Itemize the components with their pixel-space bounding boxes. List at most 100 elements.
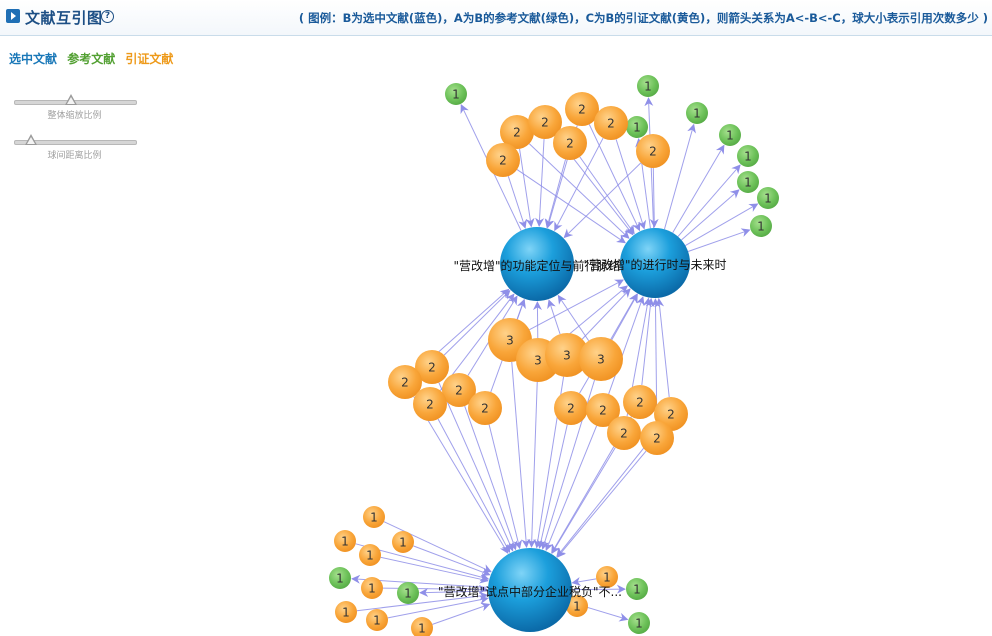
citing-node[interactable]: 2	[607, 416, 641, 450]
citing-node[interactable]: 2	[500, 115, 534, 149]
reference-node[interactable]: 1	[686, 102, 708, 124]
citing-node[interactable]: 1	[392, 531, 414, 553]
reference-node[interactable]: 1	[329, 567, 351, 589]
reference-node-circle[interactable]	[637, 75, 659, 97]
citing-node[interactable]: 2	[486, 143, 520, 177]
citing-node-circle[interactable]	[366, 609, 388, 631]
citing-node-circle[interactable]	[334, 530, 356, 552]
spacing-slider-thumb[interactable]	[24, 134, 37, 145]
tab-citing-docs[interactable]: 引证文献	[125, 52, 174, 66]
citing-node-circle[interactable]	[468, 391, 502, 425]
reference-node-circle[interactable]	[737, 145, 759, 167]
reference-node[interactable]: 1	[757, 187, 779, 209]
reference-node[interactable]: 1	[628, 612, 650, 634]
selected-node-b3[interactable]	[488, 548, 572, 632]
citing-node-circle[interactable]	[553, 126, 587, 160]
citing-node[interactable]: 1	[335, 601, 357, 623]
citing-node-count: 2	[499, 154, 507, 168]
reference-node[interactable]: 1	[626, 116, 648, 138]
citing-node[interactable]: 1	[334, 530, 356, 552]
citing-node[interactable]: 1	[596, 566, 618, 588]
reference-node-circle[interactable]	[686, 102, 708, 124]
reference-node-circle[interactable]	[628, 612, 650, 634]
reference-node[interactable]: 1	[445, 83, 467, 105]
citing-node[interactable]: 3	[545, 333, 589, 377]
citing-node-circle[interactable]	[363, 506, 385, 528]
citing-node-circle[interactable]	[636, 134, 670, 168]
help-icon[interactable]: ?	[101, 10, 114, 23]
citing-node-circle[interactable]	[586, 393, 620, 427]
citing-node[interactable]: 1	[366, 609, 388, 631]
edge-b9-to-B3	[571, 577, 597, 586]
reference-node[interactable]: 1	[397, 582, 419, 604]
citing-node-circle[interactable]	[388, 365, 422, 399]
citing-node[interactable]: 2	[586, 393, 620, 427]
citing-node[interactable]: 2	[636, 134, 670, 168]
tab-selected-docs[interactable]: 选中文献	[9, 52, 58, 66]
reference-node[interactable]: 1	[637, 75, 659, 97]
reference-node-circle[interactable]	[445, 83, 467, 105]
reference-node-circle[interactable]	[737, 171, 759, 193]
citing-node[interactable]: 2	[442, 373, 476, 407]
citing-node[interactable]: 1	[359, 544, 381, 566]
citing-node[interactable]: 2	[388, 365, 422, 399]
reference-node-circle[interactable]	[719, 124, 741, 146]
reference-node-circle[interactable]	[750, 215, 772, 237]
reference-node-circle[interactable]	[757, 187, 779, 209]
citing-node[interactable]: 2	[528, 105, 562, 139]
citing-node-circle[interactable]	[528, 105, 562, 139]
citing-node-circle[interactable]	[335, 601, 357, 623]
tab-reference-docs[interactable]: 参考文献	[67, 52, 116, 66]
citing-node-circle[interactable]	[623, 385, 657, 419]
citing-node[interactable]: 2	[594, 106, 628, 140]
reference-node[interactable]: 1	[750, 215, 772, 237]
citing-node-circle[interactable]	[415, 350, 449, 384]
citing-node[interactable]: 2	[623, 385, 657, 419]
selected-node-b2[interactable]	[620, 228, 690, 298]
citing-node[interactable]: 2	[554, 391, 588, 425]
citing-node-circle[interactable]	[361, 577, 383, 599]
citing-node-circle[interactable]	[566, 595, 588, 617]
reference-node-count: 1	[693, 107, 701, 121]
citing-node-circle[interactable]	[640, 421, 674, 455]
citing-node[interactable]: 2	[565, 92, 599, 126]
citing-node-circle[interactable]	[545, 333, 589, 377]
reference-node[interactable]: 1	[737, 171, 759, 193]
spacing-slider-track[interactable]	[14, 140, 137, 145]
citing-node-circle[interactable]	[596, 566, 618, 588]
citing-node[interactable]: 2	[468, 391, 502, 425]
citing-node-circle[interactable]	[413, 387, 447, 421]
edge-o5-to-B1	[544, 159, 567, 229]
selected-node-b1[interactable]	[500, 227, 574, 301]
citing-node[interactable]: 1	[566, 595, 588, 617]
reference-node[interactable]: 1	[719, 124, 741, 146]
citing-node[interactable]: 1	[361, 577, 383, 599]
citing-node-circle[interactable]	[579, 337, 623, 381]
citing-node[interactable]: 1	[363, 506, 385, 528]
reference-node-circle[interactable]	[397, 582, 419, 604]
citing-node[interactable]: 2	[640, 421, 674, 455]
citing-node-circle[interactable]	[594, 106, 628, 140]
citing-node[interactable]: 2	[415, 350, 449, 384]
citing-node[interactable]: 2	[553, 126, 587, 160]
citing-node-circle[interactable]	[442, 373, 476, 407]
reference-node[interactable]: 1	[626, 578, 648, 600]
citing-node[interactable]: 1	[411, 617, 433, 636]
reference-node-circle[interactable]	[626, 578, 648, 600]
citing-node-circle[interactable]	[359, 544, 381, 566]
citing-node-circle[interactable]	[411, 617, 433, 636]
citing-node[interactable]: 3	[579, 337, 623, 381]
zoom-slider-label: 整体缩放比例	[47, 111, 102, 121]
reference-node-circle[interactable]	[626, 116, 648, 138]
citing-node-circle[interactable]	[500, 115, 534, 149]
citing-node-circle[interactable]	[565, 92, 599, 126]
citing-node-circle[interactable]	[392, 531, 414, 553]
reference-node-circle[interactable]	[329, 567, 351, 589]
citing-node-circle[interactable]	[607, 416, 641, 450]
reference-node[interactable]: 1	[737, 145, 759, 167]
citing-node-circle[interactable]	[554, 391, 588, 425]
zoom-slider-thumb[interactable]	[65, 94, 78, 105]
citing-node-circle[interactable]	[486, 143, 520, 177]
citing-node[interactable]: 2	[413, 387, 447, 421]
